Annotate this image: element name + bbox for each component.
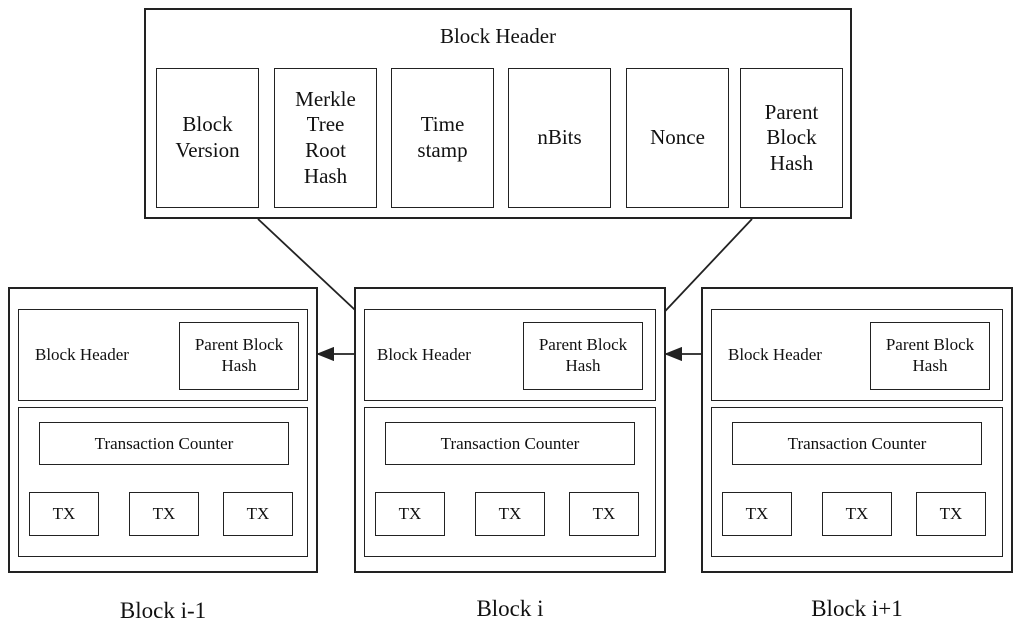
block-header-section: Block Header Parent Block Hash xyxy=(364,309,656,401)
field-label: Nonce xyxy=(650,125,705,150)
transaction-counter-label: Transaction Counter xyxy=(94,433,234,453)
block-header-section: Block Header Parent Block Hash xyxy=(711,309,1003,401)
field-label: Merkle Tree Root Hash xyxy=(295,86,356,188)
tx-label: TX xyxy=(52,504,76,523)
transaction-counter: Transaction Counter xyxy=(39,422,289,465)
block-caption: Block i+1 xyxy=(811,596,903,621)
tx-label: TX xyxy=(939,504,963,523)
block-caption: Block i xyxy=(476,596,544,621)
block-header-label: Block Header xyxy=(377,345,471,364)
parent-block-hash-box: Parent Block Hash xyxy=(179,322,299,390)
block-i-plus-1: Block Header Parent Block Hash Transacti… xyxy=(701,287,1013,573)
field-block-version: Block Version xyxy=(156,68,259,208)
field-timestamp: Time stamp xyxy=(391,68,494,208)
block-body-section: Transaction Counter TX TX TX xyxy=(711,407,1003,557)
parent-block-hash-box: Parent Block Hash xyxy=(523,322,643,390)
block-header-detail: Block Header Block Version Merkle Tree R… xyxy=(144,8,852,219)
tx-box: TX xyxy=(822,492,892,536)
block-header-label: Block Header xyxy=(728,345,822,364)
field-label: Parent Block Hash xyxy=(764,99,819,175)
block-body-section: Transaction Counter TX TX TX xyxy=(364,407,656,557)
field-nonce: Nonce xyxy=(626,68,729,208)
parent-block-hash-label: Parent Block Hash xyxy=(538,335,628,375)
block-header-detail-title: Block Header xyxy=(439,24,557,48)
tx-box: TX xyxy=(722,492,792,536)
field-label: nBits xyxy=(537,125,582,150)
block-header-label: Block Header xyxy=(35,345,129,364)
tx-box: TX xyxy=(916,492,986,536)
parent-block-hash-box: Parent Block Hash xyxy=(870,322,990,390)
parent-block-hash-label: Parent Block Hash xyxy=(885,335,975,375)
tx-box: TX xyxy=(475,492,545,536)
block-body-section: Transaction Counter TX TX TX xyxy=(18,407,308,557)
tx-box: TX xyxy=(569,492,639,536)
tx-label: TX xyxy=(398,504,422,523)
tx-box: TX xyxy=(223,492,293,536)
tx-box: TX xyxy=(129,492,199,536)
field-label: Time stamp xyxy=(417,112,468,162)
tx-label: TX xyxy=(498,504,522,523)
block-header-section: Block Header Parent Block Hash xyxy=(18,309,308,401)
field-merkle-root-hash: Merkle Tree Root Hash xyxy=(274,68,377,208)
block-i: Block Header Parent Block Hash Transacti… xyxy=(354,287,666,573)
transaction-counter-label: Transaction Counter xyxy=(787,433,927,453)
tx-label: TX xyxy=(745,504,769,523)
tx-label: TX xyxy=(592,504,616,523)
field-parent-block-hash: Parent Block Hash xyxy=(740,68,843,208)
tx-label: TX xyxy=(845,504,869,523)
transaction-counter: Transaction Counter xyxy=(732,422,982,465)
tx-box: TX xyxy=(29,492,99,536)
field-label: Block Version xyxy=(175,112,240,162)
transaction-counter: Transaction Counter xyxy=(385,422,635,465)
block-caption: Block i-1 xyxy=(119,598,207,623)
block-i-minus-1: Block Header Parent Block Hash Transacti… xyxy=(8,287,318,573)
tx-label: TX xyxy=(152,504,176,523)
parent-block-hash-label: Parent Block Hash xyxy=(194,335,284,375)
tx-label: TX xyxy=(246,504,270,523)
field-nbits: nBits xyxy=(508,68,611,208)
tx-box: TX xyxy=(375,492,445,536)
transaction-counter-label: Transaction Counter xyxy=(440,433,580,453)
